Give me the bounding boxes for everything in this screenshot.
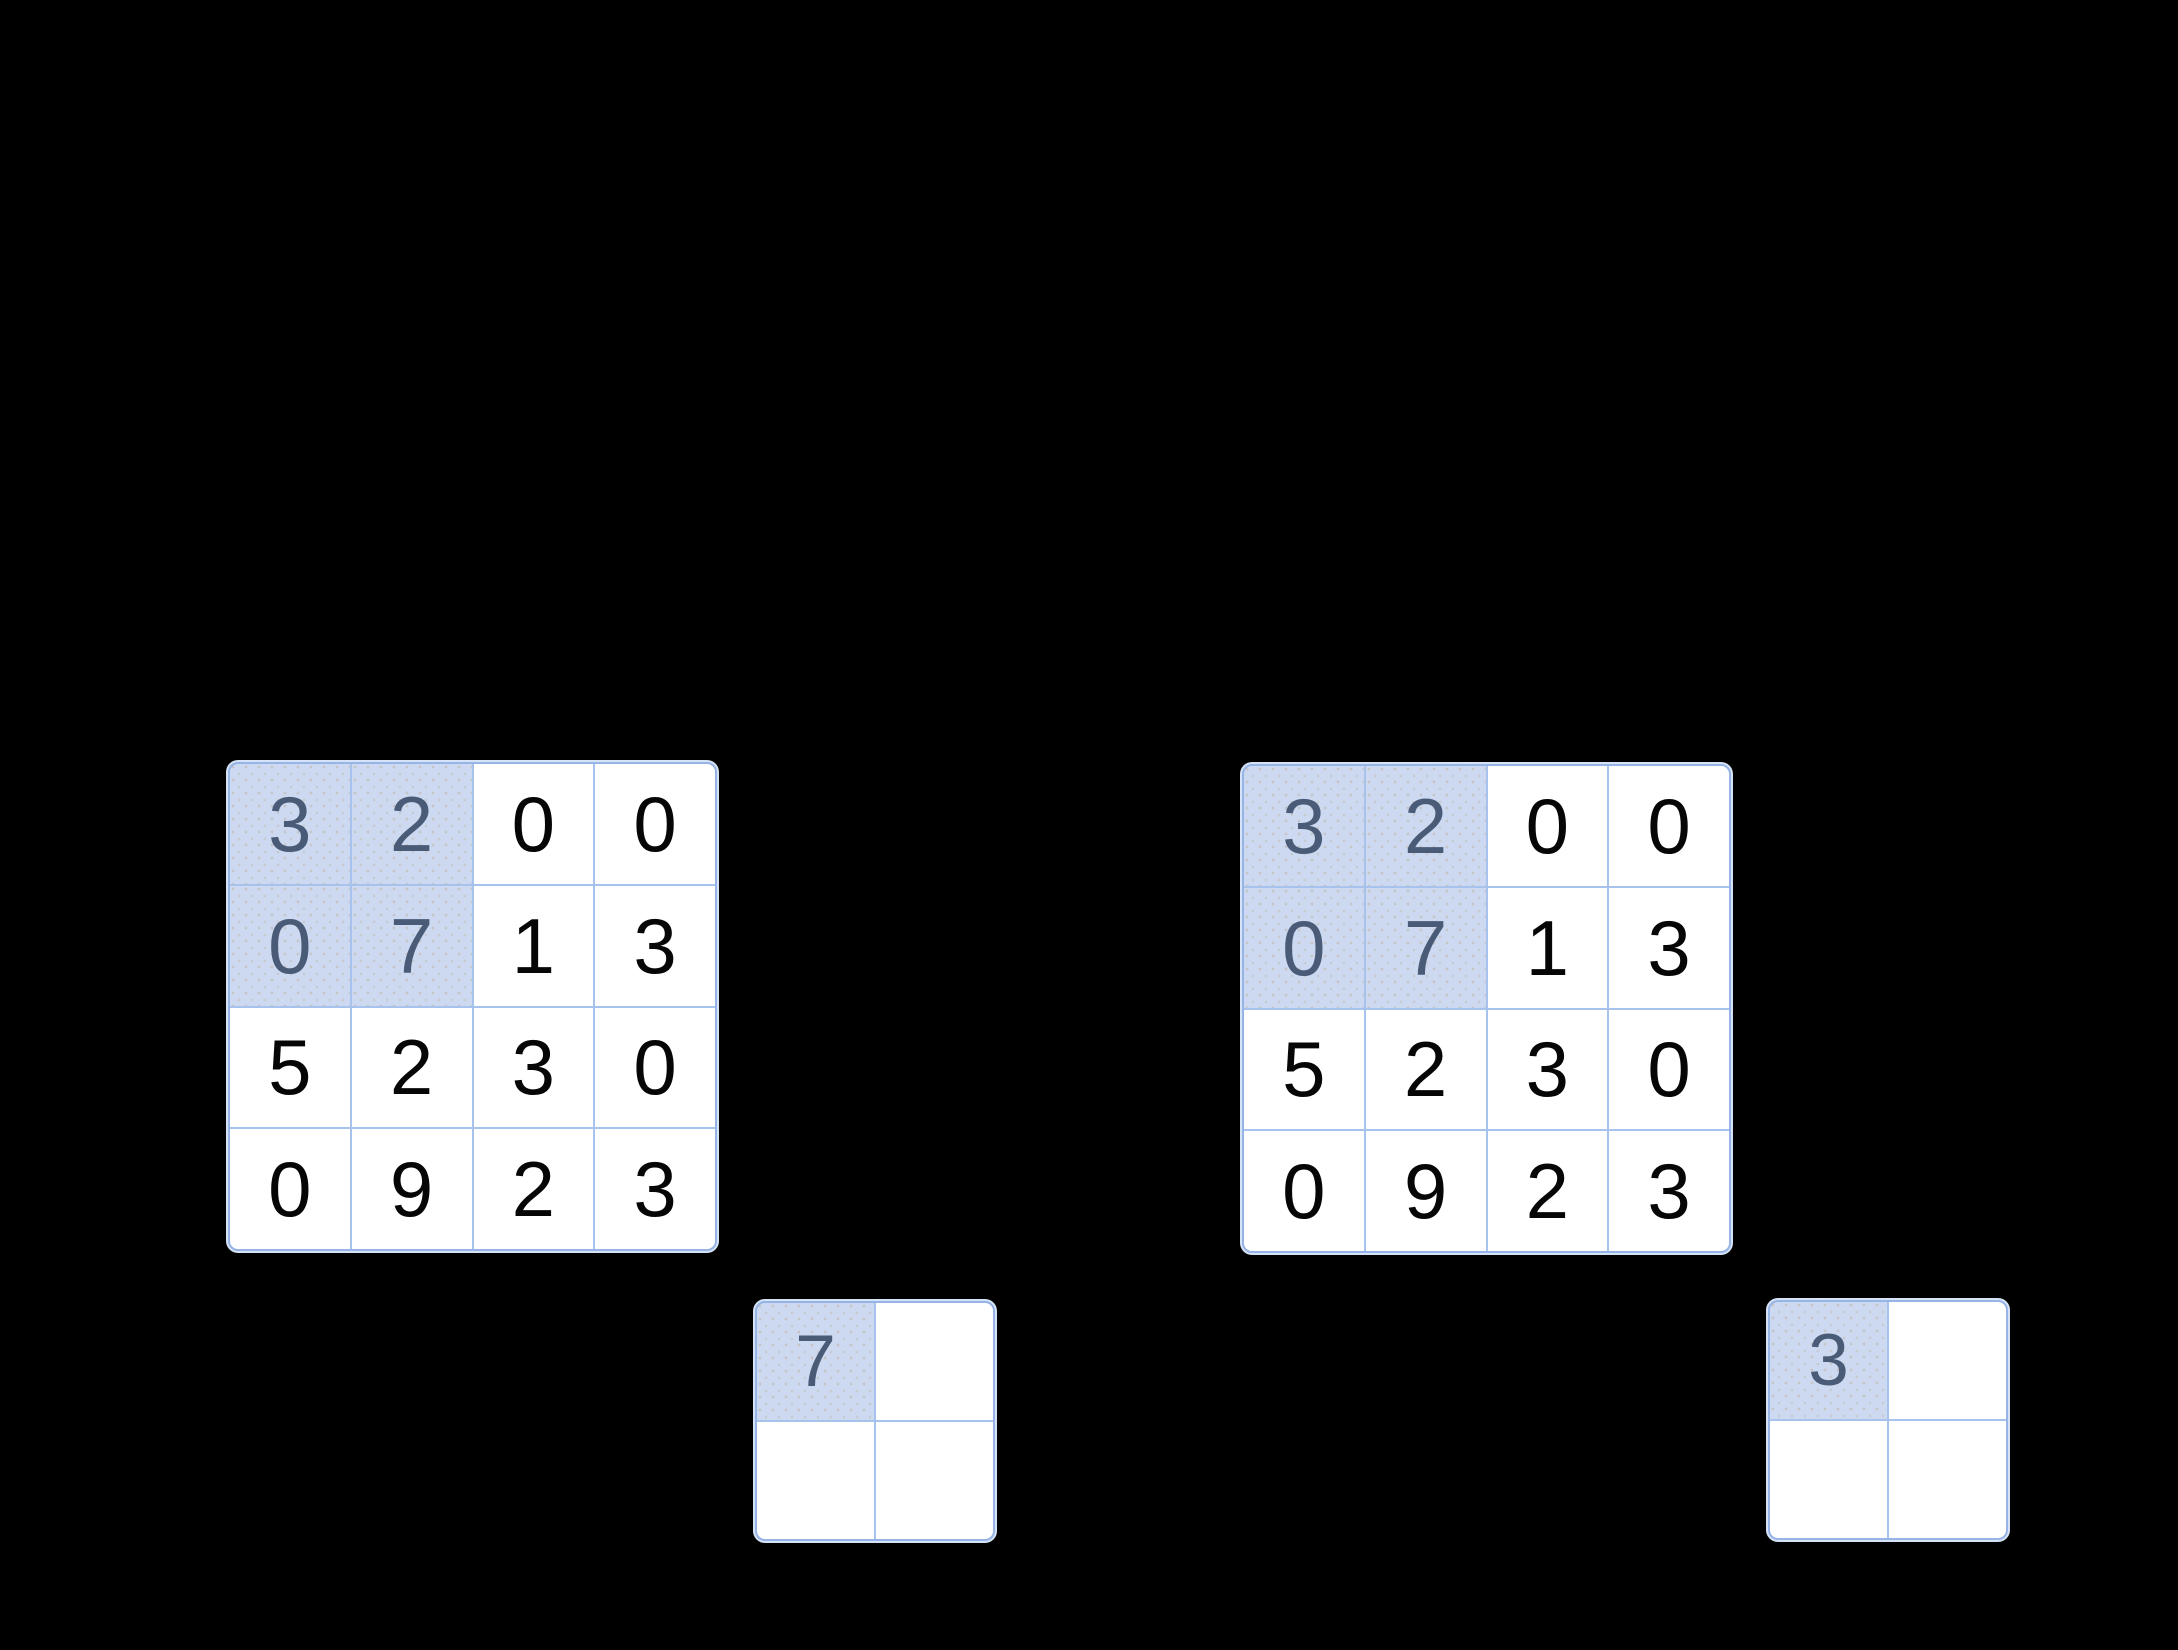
input-feature-map-right: 3 2 0 0 0 7 1 3 5 2 3 0 0 9 2 3	[1242, 764, 1731, 1253]
matrix-cell: 7	[757, 1303, 874, 1420]
matrix-cell: 7	[1365, 887, 1486, 1008]
matrix-cell: 2	[1487, 1131, 1608, 1251]
matrix-cell: 0	[595, 764, 715, 884]
matrix-cell: 0	[1244, 1131, 1364, 1251]
matrix-cell	[1889, 1421, 2006, 1538]
matrix-cell: 5	[1244, 1009, 1364, 1130]
pooled-output-left: 7	[755, 1301, 995, 1541]
matrix-cell: 2	[351, 1007, 472, 1128]
matrix-cell	[876, 1422, 993, 1539]
matrix-cell: 0	[1609, 766, 1729, 886]
matrix-cell: 5	[230, 1007, 350, 1128]
matrix-cell: 3	[1770, 1302, 1887, 1419]
matrix-cell: 2	[1365, 1009, 1486, 1130]
matrix-cell: 3	[1487, 1009, 1608, 1130]
matrix-cell	[757, 1422, 874, 1539]
matrix-cell: 2	[351, 764, 472, 884]
matrix-cell: 2	[473, 1129, 594, 1249]
matrix-cell: 9	[351, 1129, 472, 1249]
matrix-cell: 3	[595, 1129, 715, 1249]
matrix-cell: 0	[1487, 766, 1608, 886]
matrix-cell	[1889, 1302, 2006, 1419]
matrix-cell: 3	[230, 764, 350, 884]
matrix-cell: 0	[230, 885, 350, 1006]
matrix-cell: 3	[1609, 1131, 1729, 1251]
matrix-cell: 3	[1244, 766, 1364, 886]
matrix-cell: 0	[230, 1129, 350, 1249]
matrix-cell: 0	[1244, 887, 1364, 1008]
input-feature-map-left: 3 2 0 0 0 7 1 3 5 2 3 0 0 9 2 3	[228, 762, 717, 1251]
matrix-cell: 1	[1487, 887, 1608, 1008]
matrix-cell	[1770, 1421, 1887, 1538]
matrix-cell	[876, 1303, 993, 1420]
matrix-cell: 3	[1609, 887, 1729, 1008]
matrix-cell: 0	[595, 1007, 715, 1128]
matrix-cell: 9	[1365, 1131, 1486, 1251]
matrix-cell: 2	[1365, 766, 1486, 886]
matrix-cell: 0	[473, 764, 594, 884]
matrix-cell: 0	[1609, 1009, 1729, 1130]
pooled-output-right: 3	[1768, 1300, 2008, 1540]
matrix-cell: 3	[473, 1007, 594, 1128]
matrix-cell: 3	[595, 885, 715, 1006]
matrix-cell: 7	[351, 885, 472, 1006]
matrix-cell: 1	[473, 885, 594, 1006]
